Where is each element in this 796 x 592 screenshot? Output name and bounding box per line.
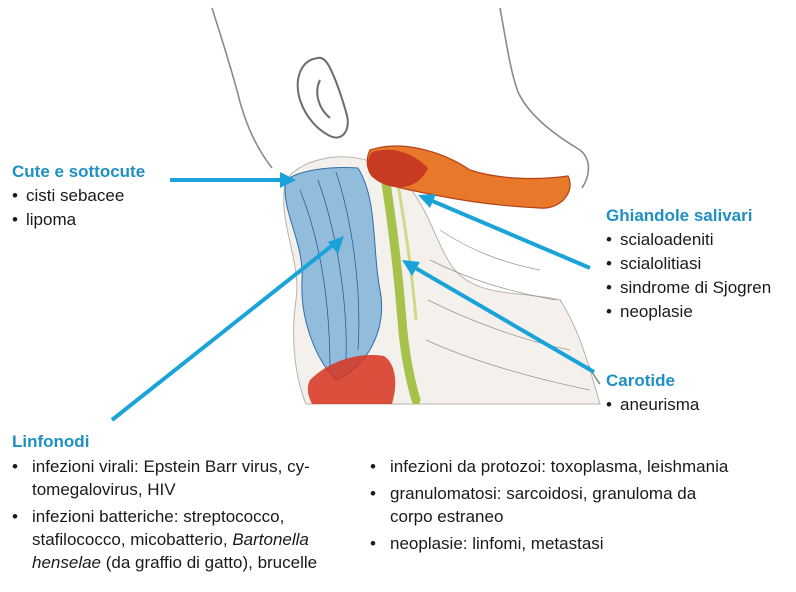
- neck-shading: [284, 146, 600, 404]
- cute-list: cisti sebacee lipoma: [12, 184, 145, 232]
- list-item: neoplasie: [606, 300, 771, 324]
- list-item: infezioni virali: Epstein Barr virus, cy…: [12, 455, 364, 501]
- arrow-ghiandole: [430, 200, 590, 268]
- ghiandole-list: scialoadeniti scialolitiasi sindrome di …: [606, 228, 771, 324]
- list-item: infezioni batteriche: streptococco, staf…: [12, 505, 364, 574]
- list-item: infezioni da protozoi: toxoplasma, leish…: [370, 455, 730, 478]
- carotide-list: aneurisma: [606, 393, 699, 417]
- carotide-title: Carotide: [606, 369, 699, 393]
- list-item: cisti sebacee: [12, 184, 145, 208]
- ghiandole-salivari-label: Ghiandole salivari scialoadeniti scialol…: [606, 204, 771, 324]
- cute-e-sottocute-label: Cute e sottocute cisti sebacee lipoma: [12, 160, 145, 232]
- carotide-label: Carotide aneurisma: [606, 369, 699, 417]
- list-item: sindrome di Sjogren: [606, 276, 771, 300]
- list-item: scialolitiasi: [606, 252, 771, 276]
- list-item: granulomatosi: sarcoidosi, granuloma da …: [370, 482, 730, 528]
- list-item: neoplasie: linfomi, metastasi: [370, 532, 730, 555]
- cute-title: Cute e sottocute: [12, 160, 145, 184]
- linfonodi-column-1: infezioni virali: Epstein Barr virus, cy…: [12, 455, 364, 578]
- list-item: aneurisma: [606, 393, 699, 417]
- ear: [298, 58, 348, 138]
- linfonodi-title: Linfonodi: [12, 430, 89, 454]
- list-item: lipoma: [12, 208, 145, 232]
- list-item: scialoadeniti: [606, 228, 771, 252]
- linfonodi-column-2: infezioni da protozoi: toxoplasma, leish…: [370, 455, 730, 559]
- ghiandole-title: Ghiandole salivari: [606, 204, 771, 228]
- item-text: (da graffio di gatto), brucelle: [101, 553, 317, 572]
